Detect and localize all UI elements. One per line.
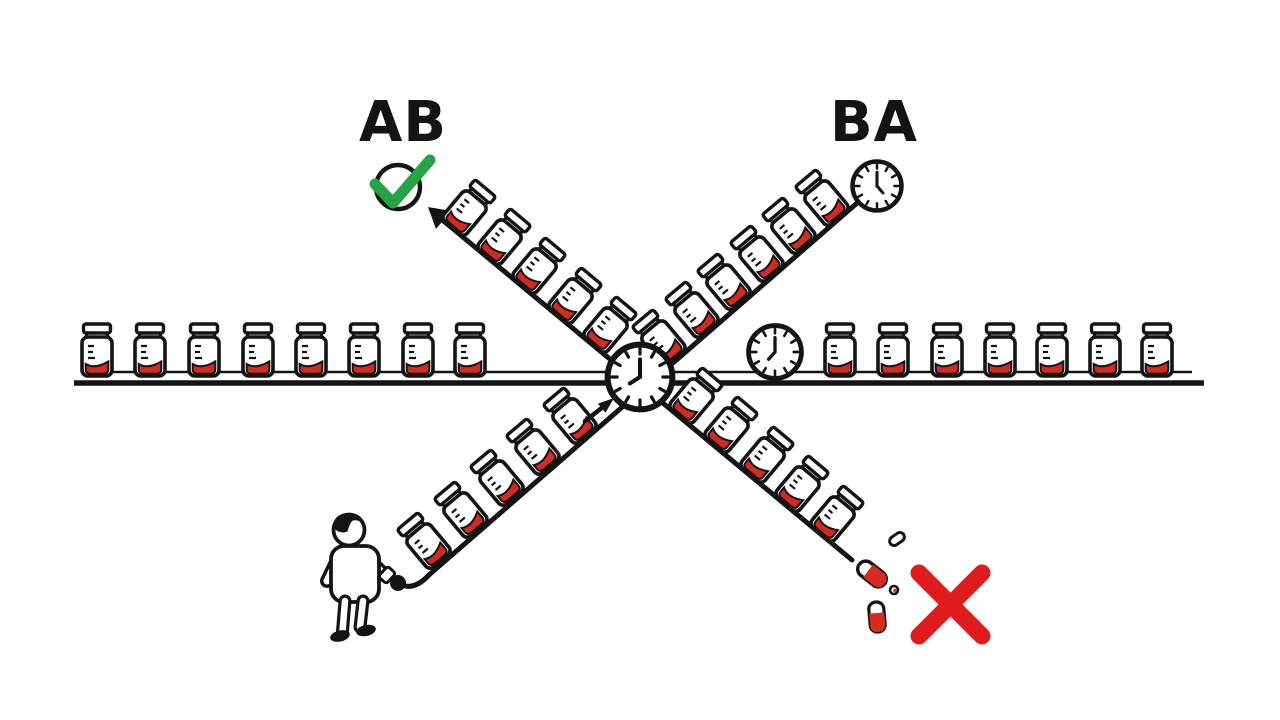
lower-left-branch-vials: [394, 384, 601, 573]
vial-icon: [983, 322, 1017, 378]
person-icon: [320, 512, 406, 642]
person-hand: [390, 575, 406, 591]
direction-arrow: [582, 398, 614, 424]
vial-icon: [80, 322, 114, 378]
conveyor-vials-right: [823, 322, 1174, 378]
vial-icon: [544, 264, 605, 328]
clock-icon: [749, 326, 802, 379]
clock-icon: [608, 345, 673, 410]
vial-icon: [930, 322, 964, 378]
pill-icon: [888, 530, 906, 548]
vial-icon: [823, 322, 857, 378]
spilled-pills: [855, 530, 906, 634]
arrow-shaft: [582, 404, 606, 424]
vial-icon: [1140, 322, 1174, 378]
vial-icon: [438, 176, 499, 240]
person-torso: [329, 544, 381, 604]
clock-hands: [627, 357, 643, 386]
vial-icon: [806, 482, 867, 546]
vial-icon: [347, 322, 381, 378]
vial-icon: [473, 205, 534, 269]
label-ba: BA: [830, 90, 918, 155]
vial-icon: [401, 322, 435, 378]
pill-icon: [867, 600, 887, 634]
pill-icon: [855, 559, 889, 589]
clock-hands: [875, 170, 885, 195]
vial-icon: [1088, 322, 1122, 378]
conveyor-vials-left: [80, 322, 487, 378]
vial-icon: [133, 322, 167, 378]
check-icon: [369, 154, 436, 212]
arrow-icon: [597, 398, 614, 413]
person-foot: [356, 624, 376, 637]
person-hair: [333, 512, 365, 533]
vial-icon: [241, 322, 275, 378]
clock-icon: [853, 162, 902, 211]
vial-icon: [876, 322, 910, 378]
vial-icon: [187, 322, 221, 378]
vial-icon: [294, 322, 328, 378]
person-foot: [330, 630, 350, 642]
vial-icon: [1035, 322, 1069, 378]
vial-icon: [453, 322, 487, 378]
pill-icon: [888, 584, 900, 596]
cross-icon: [910, 564, 991, 645]
label-ab: AB: [359, 90, 447, 155]
ba-branch-vials: [629, 166, 853, 370]
lower-right-branch-vials: [665, 364, 867, 546]
clock-hands: [766, 336, 777, 361]
